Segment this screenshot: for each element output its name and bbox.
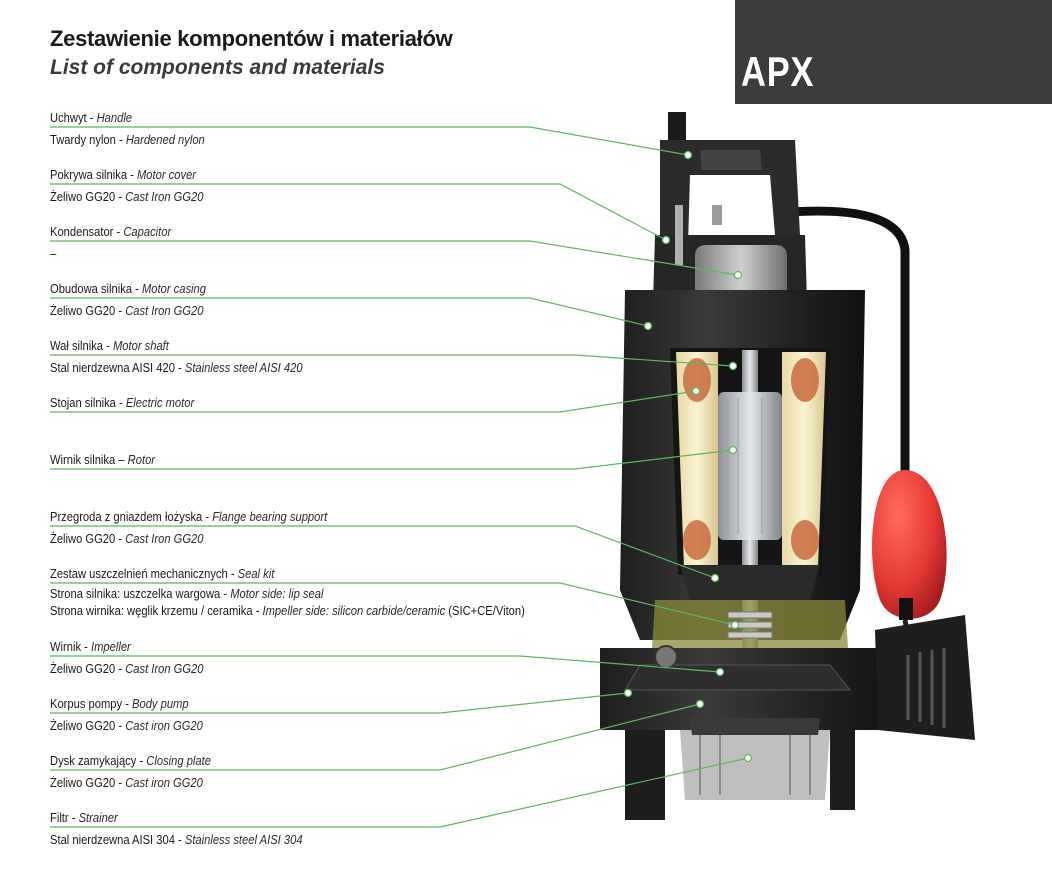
leader-line-closing-plate	[50, 703, 701, 771]
material-strainer: Stal nierdzewna AISI 304 - Stainless ste…	[50, 832, 303, 847]
material-seal-kit-impeller-side: Strona wirnika: węglik krzemu / ceramika…	[50, 603, 525, 618]
stator-right	[782, 352, 826, 568]
material-body-pump: Żeliwo GG20 - Cast iron GG20	[50, 718, 203, 733]
component-body-pump: Korpus pompy - Body pump	[50, 696, 189, 711]
strainer	[680, 730, 830, 800]
component-handle: Uchwyt - Handle	[50, 110, 133, 125]
impeller	[624, 664, 852, 691]
component-capacitor: Kondensator - Capacitor	[50, 224, 172, 239]
component-impeller: Wirnik - Impeller	[50, 639, 131, 654]
leader-line-motor-cover	[50, 183, 667, 241]
material-flange-bearing: Żeliwo GG20 - Cast Iron GG20	[50, 531, 204, 546]
component-seal-kit: Zestaw uszczelnień mechanicznych - Seal …	[50, 566, 275, 581]
leader-line-capacitor	[50, 240, 739, 276]
component-closing-plate: Dysk zamykający - Closing plate	[50, 753, 211, 768]
component-rotor: Wirnik silnika – Rotor	[50, 452, 156, 467]
page-subtitle: List of components and materials	[50, 56, 385, 79]
material-motor-cover: Żeliwo GG20 - Cast Iron GG20	[50, 189, 204, 204]
material-motor-shaft: Stal nierdzewna AISI 420 - Stainless ste…	[50, 360, 303, 375]
material-seal-kit-motor-side: Strona silnika: uszczelka wargowa - Moto…	[50, 586, 324, 601]
component-flange-bearing: Przegroda z gniazdem łożyska - Flange be…	[50, 509, 328, 524]
material-impeller: Żeliwo GG20 - Cast Iron GG20	[50, 661, 204, 676]
material-closing-plate: Żeliwo GG20 - Cast iron GG20	[50, 775, 203, 790]
leader-line-seal-kit	[50, 582, 736, 626]
model-badge: APX	[735, 0, 1052, 104]
outlet-flange	[875, 615, 975, 740]
handle	[660, 140, 800, 245]
leader-line-electric-motor	[50, 390, 697, 413]
material-capacitor: –	[50, 246, 57, 261]
rotor	[718, 392, 782, 540]
component-motor-shaft: Wał silnika - Motor shaft	[50, 338, 169, 353]
flange-bearing	[680, 565, 820, 600]
component-motor-cover: Pokrywa silnika - Motor cover	[50, 167, 197, 182]
float-switch	[872, 470, 947, 619]
stator-left	[676, 352, 718, 568]
component-motor-casing: Obudowa silnika - Motor casing	[50, 281, 206, 296]
leader-line-rotor	[50, 449, 734, 470]
leader-line-strainer	[50, 757, 749, 828]
leader-line-impeller	[50, 655, 721, 673]
model-name: APX	[741, 48, 815, 95]
leader-line-handle	[50, 126, 689, 156]
closing-plate	[690, 718, 820, 735]
material-handle: Twardy nylon - Hardened nylon	[50, 132, 205, 147]
component-strainer: Filtr - Strainer	[50, 810, 118, 825]
material-motor-casing: Żeliwo GG20 - Cast Iron GG20	[50, 303, 204, 318]
leader-line-flange-bearing	[50, 525, 716, 579]
power-cable	[785, 206, 910, 485]
leader-line-motor-shaft	[50, 354, 734, 367]
leader-line-motor-casing	[50, 297, 649, 327]
leader-line-body-pump	[50, 692, 629, 714]
pump-leg-right	[830, 730, 855, 810]
page-title: Zestawienie komponentów i materiałów	[50, 26, 453, 51]
component-electric-motor: Stojan silnika - Electric motor	[50, 395, 195, 410]
plug	[654, 645, 678, 669]
pump-leg-left	[625, 730, 665, 820]
